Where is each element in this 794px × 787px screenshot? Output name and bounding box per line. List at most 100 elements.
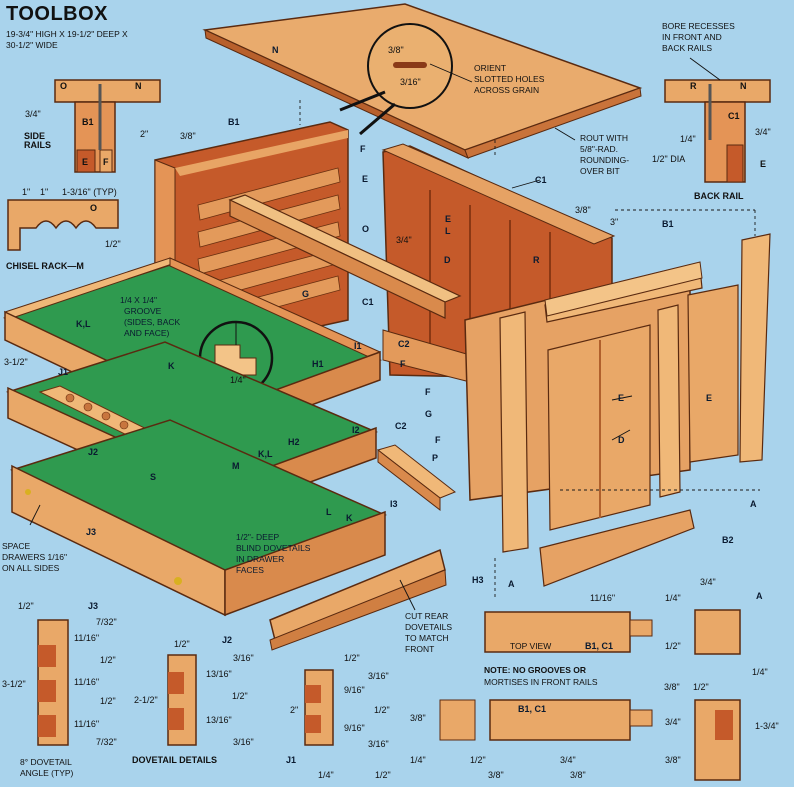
blind-callout-3: IN DRAWER <box>236 554 285 564</box>
dimensions-line-1: 19-3/4" HIGH X 19-1/2" DEEP X <box>6 29 128 39</box>
cut-callout-1: CUT REAR <box>405 611 449 621</box>
label-side-b1: B1 <box>82 117 94 127</box>
label-p: P <box>432 453 439 463</box>
dim-tv-11-16: 11/16" <box>590 593 616 603</box>
label-e-front-1: E <box>618 393 625 403</box>
dim-3in: 3" <box>610 217 619 227</box>
label-e-panel: E <box>445 214 452 224</box>
label-c2-top: C2 <box>398 339 410 349</box>
dim-dv3-11-16-b: 11/16" <box>74 677 100 687</box>
label-b2: B2 <box>722 535 734 545</box>
cut-callout-2: DOVETAILS <box>405 622 453 632</box>
dim-dv2-1-2: 1/2" <box>174 639 190 649</box>
dovetail-detail-j1 <box>304 669 334 746</box>
dim-dv2-13-16-a: 13/16" <box>206 669 232 679</box>
dim-dv3-1-2-c: 1/2" <box>100 696 116 706</box>
orient-callout-3: ACROSS GRAIN <box>474 85 540 95</box>
dim-side-3-4: 3/4" <box>25 109 41 119</box>
dovetail-angle-2: ANGLE (TYP) <box>20 768 74 778</box>
dim-3-8-left: 3/8" <box>180 131 196 141</box>
label-s: S <box>150 472 157 482</box>
label-side-o: O <box>60 81 68 91</box>
dim-2in: 2" <box>140 129 149 139</box>
rout-callout-1: ROUT WITH <box>580 133 629 143</box>
dim-fv-3-8: 3/8" <box>410 713 426 723</box>
space-callout-2: DRAWERS 1/16" <box>2 552 68 562</box>
label-c1-low: C1 <box>362 297 374 307</box>
dim-dv1-9-16-a: 9/16" <box>344 685 365 695</box>
label-i1: I1 <box>354 341 362 351</box>
label-h2: H2 <box>288 437 300 447</box>
blind-callout-1: 1/2"- DEEP <box>236 532 280 542</box>
label-m: M <box>232 461 240 471</box>
label-f-top: F <box>360 144 366 154</box>
dim-dv2-3-16-a: 3/16" <box>233 653 254 663</box>
label-b1-right: B1 <box>662 219 674 229</box>
label-kl-j1: K,L <box>76 319 91 329</box>
label-b1c1-fv: B1, C1 <box>518 704 547 714</box>
dim-2-3-4: 3/4" <box>396 235 412 245</box>
rout-callout-2: 5/8"-RAD. <box>580 144 618 154</box>
dim-tv-1-2: 1/2" <box>665 641 681 651</box>
chisel-rack-caption: CHISEL RACK—M <box>6 261 84 271</box>
bore-callout-2: IN FRONT AND <box>662 32 722 42</box>
label-l-j3: L <box>326 507 332 517</box>
label-k-circle: K <box>168 361 175 371</box>
label-side-n: N <box>135 81 142 91</box>
chisel-rack-detail <box>7 199 119 251</box>
dim-dv1-1-4: 1/4" <box>318 770 334 780</box>
dimensions-line-2: 30-1/2" WIDE <box>6 40 58 50</box>
orient-callout-1: ORIENT <box>474 63 507 73</box>
label-dv-j3: J3 <box>88 601 99 611</box>
label-dv-j1: J1 <box>286 755 297 765</box>
label-kl-j2: K,L <box>258 449 273 459</box>
label-g: G <box>302 289 310 299</box>
label-i3: I3 <box>390 499 398 509</box>
dim-rack-1b: 1" <box>40 187 49 197</box>
dim-dv2-13-16-b: 13/16" <box>206 715 232 725</box>
dim-dv3-7-32-b: 7/32" <box>96 737 117 747</box>
dim-dv1-2in: 2" <box>290 705 299 715</box>
dim-back-3-4: 3/4" <box>755 127 771 137</box>
assembly-lines <box>299 100 760 600</box>
page-title: TOOLBOX <box>6 3 109 25</box>
space-callout-3: ON ALL SIDES <box>2 563 60 573</box>
dim-tv-3-8: 3/8" <box>664 682 680 692</box>
label-c1-top: C1 <box>535 175 547 185</box>
label-back-e: E <box>760 159 767 169</box>
label-a-detail: A <box>756 591 763 601</box>
label-c2-low: C2 <box>395 421 407 431</box>
dim-fv-3-4-b: 3/4" <box>560 755 576 765</box>
label-e-front-2: E <box>706 393 713 403</box>
label-b1c1-tv: B1, C1 <box>585 641 614 651</box>
cut-callout-3: TO MATCH <box>405 633 449 643</box>
dim-dv3-1-2-b: 1/2" <box>100 655 116 665</box>
dim-3-8-right: 3/8" <box>575 205 591 215</box>
label-a-bottom: A <box>508 579 515 589</box>
groove-callout-4: AND FACE) <box>124 328 170 338</box>
dim-rack-1-2: 1/2" <box>105 239 121 249</box>
label-l-panel: L <box>445 226 451 236</box>
dim-dv1-3-16-b: 3/16" <box>368 739 389 749</box>
bore-callout-3: BACK RAILS <box>662 43 713 53</box>
note-line-1: NOTE: NO GROOVES OR <box>484 665 587 675</box>
label-h1: H1 <box>312 359 324 369</box>
stretcher-rail <box>228 194 462 319</box>
label-k-j3: K <box>346 513 353 523</box>
drawer-back-rails <box>269 444 456 651</box>
top-view-caption: TOP VIEW <box>510 641 552 651</box>
label-side-f: F <box>103 157 109 167</box>
rout-callout-4: OVER BIT <box>580 166 620 176</box>
rout-callout-3: ROUNDING- <box>580 155 630 165</box>
dim-dv2-2-1-2: 2-1/2" <box>134 695 158 705</box>
dim-fv-1-4: 1/4" <box>410 755 426 765</box>
label-dv-j2: J2 <box>222 635 233 645</box>
label-d-front: D <box>618 435 625 445</box>
dim-fv-3-8-c: 3/8" <box>488 770 504 780</box>
side-rail-detail <box>54 79 161 173</box>
label-i2: I2 <box>352 425 360 435</box>
label-back-r: R <box>690 81 697 91</box>
dim-fv-3-8-b: 3/8" <box>665 755 681 765</box>
dim-dv3-3-1-2: 3-1/2" <box>2 679 26 689</box>
